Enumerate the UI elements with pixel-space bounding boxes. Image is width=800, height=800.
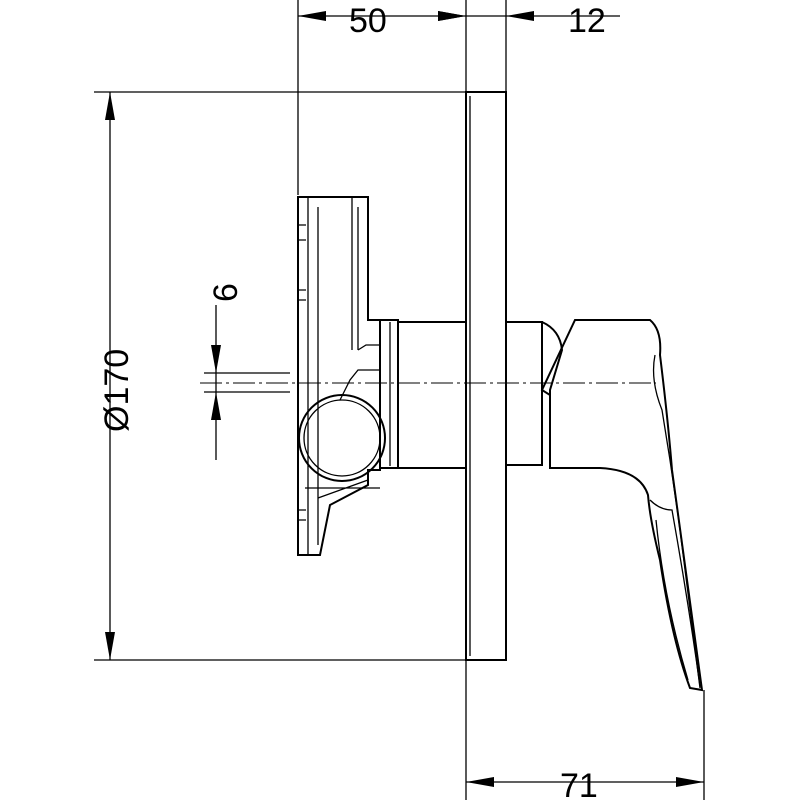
dim-handle-projection-label: 71 xyxy=(560,767,598,800)
dimension-offset xyxy=(204,305,290,460)
dimension-diameter xyxy=(94,91,466,661)
dim-plate-thickness-label: 12 xyxy=(568,2,606,40)
handle-spindle xyxy=(505,321,564,466)
dim-offset-label: 6 xyxy=(207,283,245,302)
lever-handle xyxy=(540,319,704,692)
dim-depth-body-label: 50 xyxy=(349,2,387,40)
dim-plate-diameter-label: Ø170 xyxy=(98,349,136,432)
dimension-top xyxy=(297,0,620,195)
dimension-bottom xyxy=(465,660,705,800)
valve-body xyxy=(297,196,467,556)
wall-plate xyxy=(465,91,507,661)
